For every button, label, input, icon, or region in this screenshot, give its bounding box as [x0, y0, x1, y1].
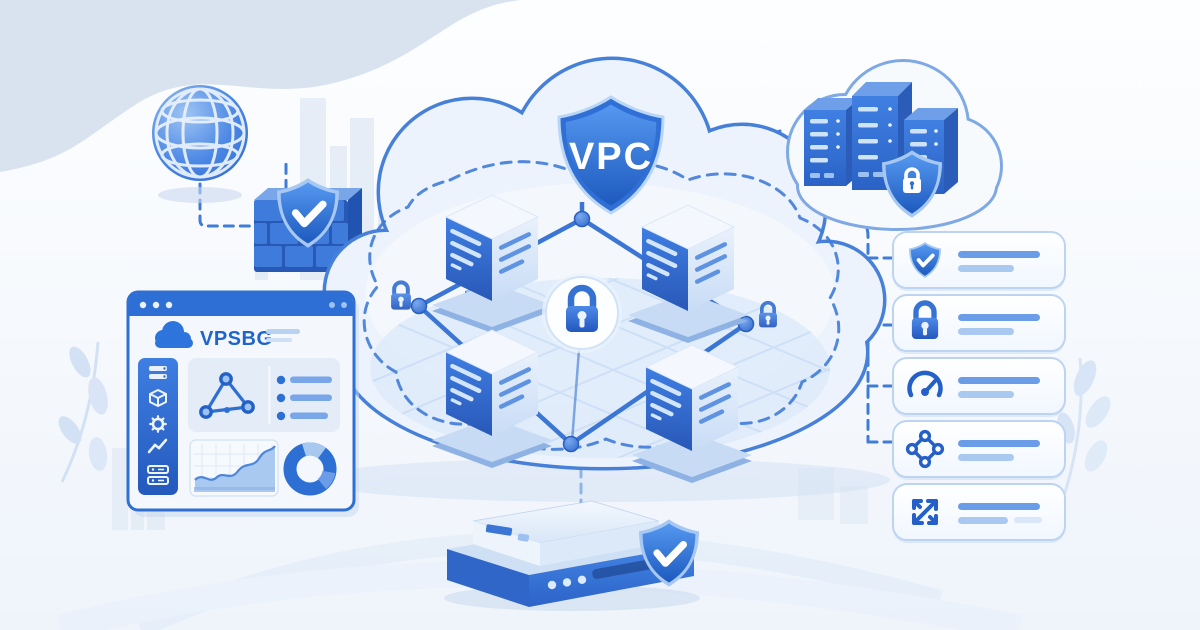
sidebar-icon-gear [149, 415, 167, 433]
globe-icon [152, 85, 248, 203]
panel-network-diagram [199, 372, 255, 419]
server-tower-1 [804, 98, 860, 186]
skeleton-line [958, 454, 1014, 461]
feature-card-1 [892, 231, 1066, 291]
device-port [485, 524, 513, 536]
vpc-shield-badge: VPC [557, 95, 665, 215]
bg-wave [0, 0, 520, 172]
skeleton-line [1014, 517, 1042, 523]
sidebar-icon-server-list [149, 366, 167, 379]
leaf-decoration-right [1057, 357, 1111, 503]
sidebar-icon-cube [149, 389, 167, 407]
skeleton-line [958, 251, 1040, 258]
vpc-cloud: VPC [322, 56, 887, 575]
device-slot [592, 559, 656, 579]
server-node-1 [432, 195, 552, 333]
feature-card-4 [892, 420, 1066, 480]
skeleton-line [958, 517, 1008, 524]
header-skeleton-lines [266, 329, 300, 342]
area-chart [189, 439, 279, 497]
server-node-3 [432, 330, 552, 468]
brand-logo-text: VPSBG [200, 328, 273, 350]
skeleton-line [958, 440, 1040, 447]
feature-card-2 [892, 294, 1066, 354]
feature-card-5 [892, 483, 1066, 543]
card-network-nodes-icon [905, 429, 945, 469]
center-lock-icon [542, 273, 622, 353]
server-node-2 [628, 205, 748, 343]
cloud-shadow [310, 458, 890, 502]
leaf-decoration-left [58, 341, 108, 483]
panel-bullet-list [276, 375, 332, 421]
device-indicator-lights [547, 575, 587, 590]
device-port [517, 533, 530, 542]
feature-card-3 [892, 357, 1066, 417]
titlebar-dots [139, 301, 347, 309]
skeleton-line [958, 503, 1040, 510]
card-expand-arrows-icon [912, 499, 938, 525]
window-sidebar [138, 358, 178, 495]
skeleton-line [958, 328, 1014, 335]
server-node-4 [632, 345, 752, 483]
feature-cards [892, 231, 1066, 543]
skeleton-line [958, 377, 1040, 384]
skeleton-line [958, 391, 1014, 398]
brand-logo-cloud-icon [155, 321, 193, 348]
skeleton-line [958, 314, 1040, 321]
sidebar-icon-line-chart [147, 438, 168, 454]
window-titlebar [129, 293, 353, 316]
cloud-servers-cluster [786, 59, 1003, 231]
donut-chart [283, 442, 337, 496]
sidebar-icon-storage [147, 465, 169, 485]
network-node-spheres [410, 210, 755, 453]
dashboard-window: VPSBG [126, 290, 359, 517]
skeleton-line [958, 265, 1014, 272]
card-gauge-icon [907, 370, 943, 398]
vpc-badge-label: VPC [569, 136, 653, 178]
